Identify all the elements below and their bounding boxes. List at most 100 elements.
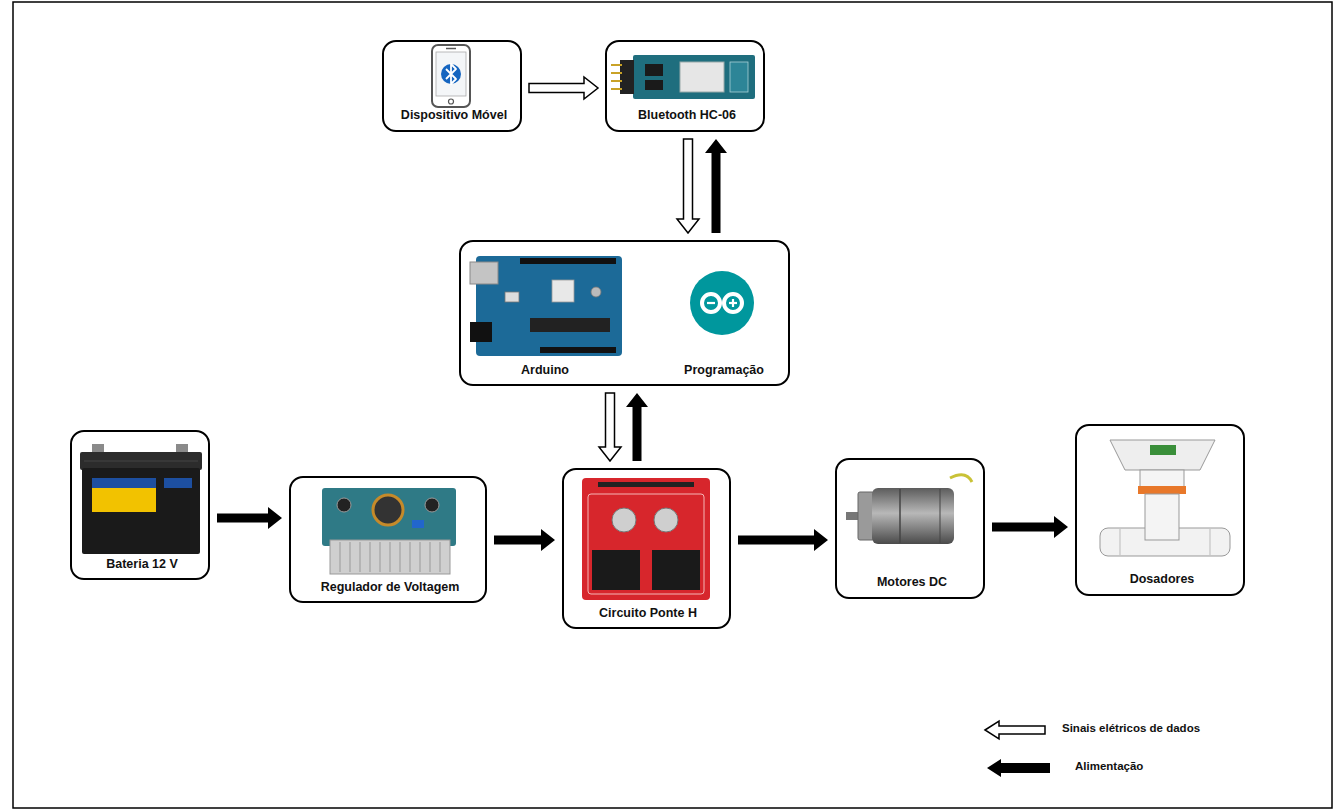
- box-label: Bateria 12 V: [106, 557, 178, 572]
- battery-picture: [92, 478, 156, 488]
- battery-picture: [92, 478, 156, 512]
- battery-picture: [84, 461, 198, 462]
- motor-box: Motores DC: [835, 458, 985, 599]
- phone-icon: [446, 48, 456, 50]
- arduino-board-picture: [591, 287, 601, 297]
- controller-box: Arduino Programação: [459, 240, 790, 386]
- bluetooth-module-picture: [645, 64, 663, 76]
- doser-picture: [1100, 440, 1230, 556]
- doser-box: Dosadores: [1075, 424, 1245, 596]
- power-arrow: [738, 529, 828, 551]
- arduino-logo: [690, 271, 754, 335]
- power-arrow: [626, 393, 648, 461]
- arduino-logo: [732, 299, 734, 307]
- box-label: Dispositivo Móvel: [401, 108, 507, 123]
- dc-motor-picture: [858, 492, 874, 540]
- voltage-regulator-picture: [410, 542, 411, 572]
- h-bridge-board-picture: [652, 550, 700, 590]
- voltage-regulator-picture: [373, 495, 403, 525]
- phone-icon: [449, 99, 454, 104]
- arduino-board-picture: [520, 258, 616, 264]
- box-label: Programação: [684, 363, 764, 378]
- voltage-regulator-picture: [322, 488, 456, 546]
- regulator-box: Regulador de Voltagem: [289, 476, 487, 603]
- module-box: Bluetooth HC-06: [605, 40, 765, 132]
- voltage-regulator-picture: [337, 498, 351, 512]
- voltage-regulator-picture: [400, 542, 401, 572]
- arduino-logo: [690, 271, 754, 335]
- box-label: Arduino: [521, 363, 569, 378]
- arduino-board-picture: [505, 292, 519, 302]
- arduino-logo: [702, 294, 720, 312]
- legend-text: Alimentação: [1075, 760, 1143, 774]
- voltage-regulator-picture: [340, 542, 341, 572]
- data-arrow: [677, 139, 699, 233]
- doser-picture: [1110, 440, 1215, 470]
- dc-motor-picture: [950, 475, 972, 482]
- box-label: Circuito Ponte H: [599, 606, 697, 621]
- battery-picture: [80, 452, 202, 470]
- battery-box: Bateria 12 V: [70, 430, 210, 580]
- voltage-regulator-picture: [390, 542, 391, 572]
- voltage-regulator-picture: [360, 542, 361, 572]
- power-arrow: [494, 529, 555, 551]
- driver-box: Circuito Ponte H: [562, 468, 731, 629]
- h-bridge-board-picture: [582, 478, 710, 600]
- doser-picture: [1138, 486, 1186, 494]
- h-bridge-board-picture: [592, 550, 640, 590]
- device-box: Dispositivo Móvel: [382, 40, 522, 132]
- voltage-regulator-picture: [425, 498, 439, 512]
- voltage-regulator-picture: [350, 542, 351, 572]
- voltage-regulator-picture: [380, 542, 381, 572]
- box-label: Bluetooth HC-06: [638, 108, 736, 123]
- legend-data-arrow-sample: [985, 721, 1045, 739]
- h-bridge-board-picture: [612, 508, 636, 532]
- bluetooth-module-picture: [633, 55, 755, 99]
- arduino-board-picture: [470, 262, 498, 284]
- doser-picture: [1145, 494, 1179, 540]
- doser-picture: [1120, 529, 1121, 555]
- outer-frame: [13, 2, 1332, 808]
- arduino-board-picture: [552, 280, 574, 302]
- box-label: Motores DC: [877, 575, 947, 590]
- h-bridge-board-picture: [582, 478, 710, 600]
- doser-picture: [1150, 445, 1176, 455]
- bluetooth-module-picture: [611, 64, 622, 66]
- power-arrow: [217, 507, 282, 529]
- arduino-board-picture: [530, 318, 610, 332]
- voltage-regulator-picture: [322, 488, 456, 574]
- phone-icon: [432, 45, 470, 107]
- voltage-regulator-picture: [440, 542, 441, 572]
- battery-picture: [82, 468, 200, 554]
- legend-data-arrow-sample: [985, 721, 1045, 739]
- doser-picture: [1140, 470, 1184, 488]
- h-bridge-board-picture: [588, 494, 704, 594]
- data-arrow: [529, 77, 598, 99]
- bluetooth-module-picture: [611, 72, 622, 74]
- legend-power-arrow-sample: [987, 759, 1050, 777]
- phone-icon: [441, 64, 461, 84]
- voltage-regulator-picture: [330, 540, 450, 574]
- voltage-regulator-picture: [412, 520, 424, 528]
- bluetooth-module-picture: [611, 80, 622, 82]
- voltage-regulator-picture: [370, 542, 371, 572]
- power-arrow: [705, 139, 727, 233]
- h-bridge-board-picture: [654, 508, 678, 532]
- dc-motor-picture: [940, 489, 941, 543]
- bluetooth-module-picture: [611, 55, 755, 99]
- dc-motor-picture: [846, 475, 972, 544]
- legend-power-arrow-sample: [987, 759, 1050, 777]
- h-bridge-board-picture: [598, 482, 694, 487]
- legend-text: Sinais elétricos de dados: [1062, 722, 1200, 736]
- phone-icon: [432, 45, 470, 107]
- bluetooth-module-picture: [611, 88, 622, 90]
- bluetooth-module-picture: [730, 62, 748, 92]
- arduino-logo: [707, 302, 715, 304]
- phone-icon: [446, 64, 456, 84]
- battery-picture: [80, 444, 202, 554]
- arduino-logo: [724, 294, 742, 312]
- voltage-regulator-picture: [430, 542, 431, 572]
- box-label: Regulador de Voltagem: [321, 580, 460, 595]
- arduino-board-picture: [470, 256, 622, 356]
